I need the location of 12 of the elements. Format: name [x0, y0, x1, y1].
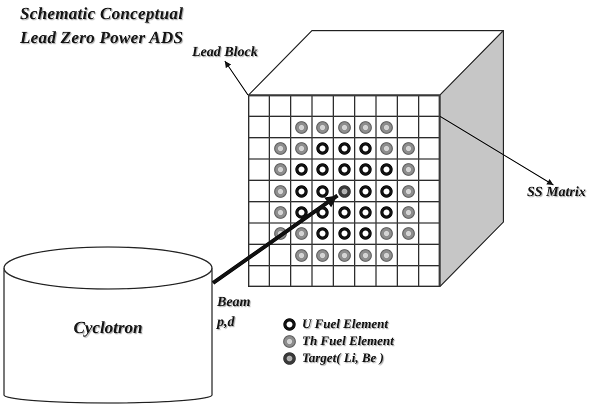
- cyclotron-cylinder: Cyclotron: [3, 246, 213, 404]
- legend-label: U Fuel Element: [302, 316, 388, 332]
- leader-line: [440, 116, 554, 186]
- part-label: SS Matrix: [527, 185, 586, 201]
- part-label: Lead Block: [192, 45, 258, 61]
- diagram-title: Schematic Conceptual Lead Zero Power ADS: [20, 3, 184, 49]
- target-icon: [338, 184, 350, 198]
- leader-line: [224, 60, 248, 96]
- edge-label: Beam p,d: [217, 294, 252, 332]
- beam-arrow: [212, 194, 339, 285]
- legend-label: Th Fuel Element: [302, 333, 394, 349]
- legend-label: Target( Li, Be ): [302, 350, 384, 366]
